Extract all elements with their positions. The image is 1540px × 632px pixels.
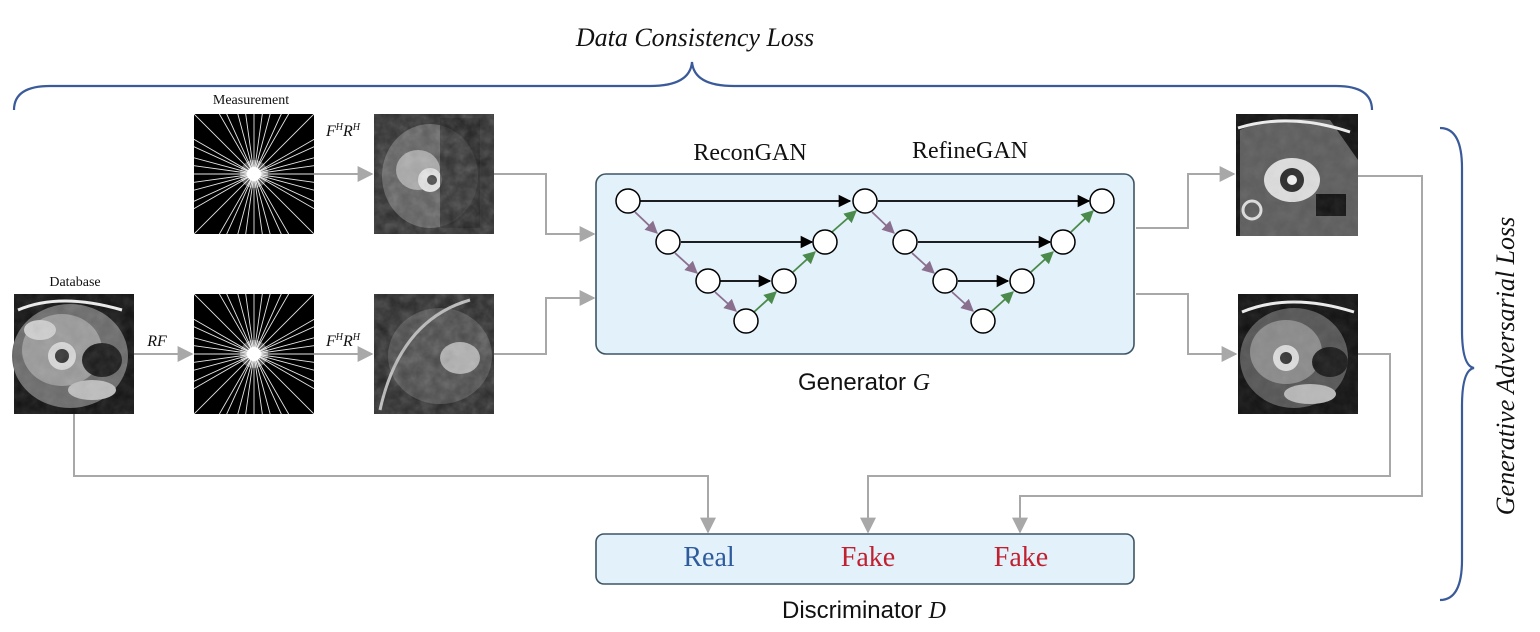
recon-up-3 xyxy=(831,210,857,233)
refine-up-1 xyxy=(990,291,1014,313)
refine-output-image xyxy=(1238,294,1358,414)
shared-node-junction xyxy=(852,188,878,214)
recon-down-3 xyxy=(714,291,737,312)
data-consistency-brace xyxy=(12,61,1374,111)
refine-down-3 xyxy=(951,291,974,312)
refine-up-3 xyxy=(1070,210,1094,233)
arrow-database-to-real xyxy=(73,414,716,534)
recon-node-enc-1 xyxy=(615,188,641,214)
recon-up-1 xyxy=(753,291,777,313)
recon-node-enc-3 xyxy=(695,268,721,294)
refine-node-bottleneck xyxy=(970,308,996,334)
zero-filled-image-bottom xyxy=(374,294,494,414)
database-label: Database xyxy=(49,275,100,290)
refine-node-dec-2 xyxy=(1050,229,1076,255)
arrow-generator-to-recon-output xyxy=(1136,166,1236,229)
recon-node-dec-3 xyxy=(771,268,797,294)
zero-filled-image-top xyxy=(374,114,494,234)
generative-adversarial-brace xyxy=(1439,126,1475,602)
refine-node-enc-2 xyxy=(892,229,918,255)
discriminator-caption: Discriminator D xyxy=(782,597,946,624)
refine-up-2 xyxy=(1030,251,1054,273)
discriminator-fake-label-1: Fake xyxy=(841,542,895,573)
operator-label-top: FHRH xyxy=(325,122,361,140)
arrow-generator-to-refine-output xyxy=(1136,293,1238,362)
arrow-refine-output-to-fake xyxy=(860,353,1391,534)
discriminator-real-label: Real xyxy=(683,542,735,573)
recon-down-2 xyxy=(674,252,698,274)
refine-node-enc-3 xyxy=(932,268,958,294)
recon-node-bottleneck xyxy=(733,308,759,334)
discriminator-fake-label-2: Fake xyxy=(994,542,1048,573)
measurement-label: Measurement xyxy=(213,93,289,108)
recon-node-enc-2 xyxy=(655,229,681,255)
generator-caption: Generator G xyxy=(798,369,930,396)
arrow-zf-bottom-to-generator xyxy=(494,290,596,355)
recon-down-1 xyxy=(634,211,658,234)
database-mri-image xyxy=(12,294,134,414)
refine-down-2 xyxy=(911,252,935,274)
recon-node-dec-2 xyxy=(812,229,838,255)
recongan-label: ReconGAN xyxy=(693,140,806,166)
operator-label-bottom: FHRH xyxy=(325,332,361,350)
recon-up-2 xyxy=(792,251,816,273)
refinegan-label: RefineGAN xyxy=(912,138,1028,164)
recon-output-image xyxy=(1236,114,1358,236)
refine-down-1 xyxy=(871,211,895,234)
refine-node-dec-3 xyxy=(1009,268,1035,294)
refine-node-out xyxy=(1089,188,1115,214)
data-consistency-label: Data Consistency Loss xyxy=(575,23,814,52)
arrow-recon-output-to-fake xyxy=(1012,175,1423,534)
rf-label: RF xyxy=(146,333,167,350)
arrow-zf-top-to-generator xyxy=(494,173,596,242)
discriminator-box xyxy=(595,533,1135,585)
generative-adversarial-label: Generative Adversarial Loss xyxy=(1491,217,1520,516)
